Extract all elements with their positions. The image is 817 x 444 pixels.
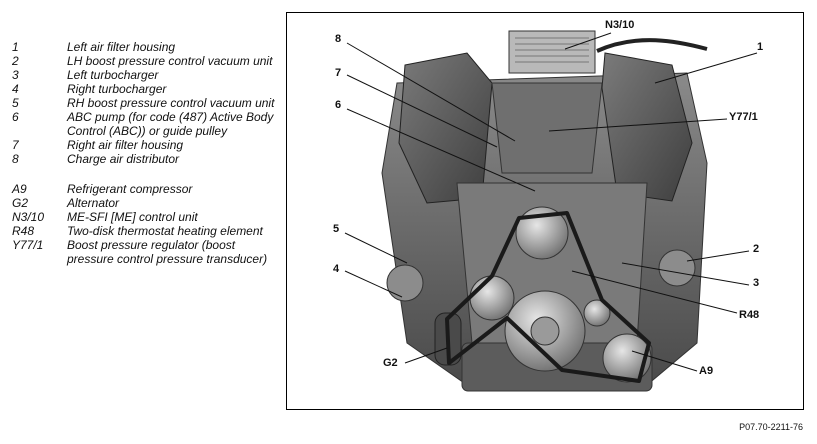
legend-key: R48 [12,224,35,238]
legend-text: LH boost pressure control vacuum unit [67,54,273,68]
legend-text: RH boost pressure control vacuum unit [67,96,275,110]
legend-row-8: 8 Charge air distributor [12,152,282,166]
legend-key: 4 [12,82,19,96]
legend-spacer [12,166,282,182]
legend-row-6: 6 ABC pump (for code (487) Active Body Co… [12,110,282,138]
legend-row-3: 3 Left turbocharger [12,68,282,82]
legend-row-g2: G2 Alternator [12,196,282,210]
legend-text: Two-disk thermostat heating element [67,224,263,238]
legend-text: Charge air distributor [67,152,180,166]
idler-pulley [583,299,611,327]
legend-text: ABC pump (for code (487) Active Body Con… [67,110,274,138]
drive-belt [445,211,651,383]
legend-row-7: 7 Right air filter housing [12,138,282,152]
legend-key: 8 [12,152,19,166]
water-pump-pulley [469,275,515,321]
turbocharger-right [386,264,424,302]
legend-key: 5 [12,96,19,110]
callout-a9: A9 [699,365,714,377]
callout-n3-10: N3/10 [605,19,635,31]
legend-row-n3-10: N3/10 ME-SFI [ME] control unit [12,210,282,224]
callout-2: 2 [753,243,760,255]
callout-g2: G2 [383,357,398,369]
abc-pump-pulley [515,206,569,260]
legend-key: 7 [12,138,19,152]
legend-row-2: 2 LH boost pressure control vacuum unit [12,54,282,68]
charge-air-distributor [491,82,603,174]
engine-illustration [344,30,758,392]
callout-6: 6 [335,99,342,111]
legend-text: Right turbocharger [67,82,167,96]
engine-figure: N3/10 1 8 7 Y77/1 6 5 2 4 3 R48 G2 A9 [286,12,804,410]
legend-key: N3/10 [12,210,45,224]
legend-text: ME-SFI [ME] control unit [67,210,198,224]
legend-row-a9: A9 Refrigerant compressor [12,182,282,196]
legend-row-r48: R48 Two-disk thermostat heating element [12,224,282,238]
callout-8: 8 [335,33,342,45]
legend-text: Left turbocharger [67,68,159,82]
legend-key: 1 [12,40,19,54]
legend-row-y77-1: Y77/1 Boost pressure regulator (boost pre… [12,238,282,266]
callout-4: 4 [333,263,340,275]
compressor-pulley [602,333,652,383]
turbocharger-left [658,249,696,287]
callout-7: 7 [335,67,342,79]
legend-key: 2 [12,54,19,68]
callout-3: 3 [753,277,760,289]
callout-r48: R48 [739,309,760,321]
callout-1: 1 [757,41,764,53]
legend-row-5: 5 RH boost pressure control vacuum unit [12,96,282,110]
legend-text: Alternator [67,196,120,210]
vacuum-hose [596,38,708,53]
legend-key: G2 [12,196,29,210]
legend-key: A9 [12,182,27,196]
legend-text: Boost pressure regulator (boost pressure… [67,238,268,266]
air-filter-housing-right [601,52,693,202]
control-unit [508,30,596,74]
callout-y77-1: Y77/1 [729,111,758,123]
legend-key: 6 [12,110,19,124]
legend: 1 Left air filter housing 2 LH boost press… [12,40,282,266]
callout-5: 5 [333,223,340,235]
legend-key: Y77/1 [12,238,44,252]
legend-row-1: 1 Left air filter housing [12,40,282,54]
legend-key: 3 [12,68,19,82]
figure-reference: P07.70-2211-76 [739,422,803,432]
legend-text: Left air filter housing [67,40,176,54]
leader-lines [344,32,758,372]
legend-text: Refrigerant compressor [67,182,193,196]
legend-text: Right air filter housing [67,138,184,152]
legend-row-4: 4 Right turbocharger [12,82,282,96]
